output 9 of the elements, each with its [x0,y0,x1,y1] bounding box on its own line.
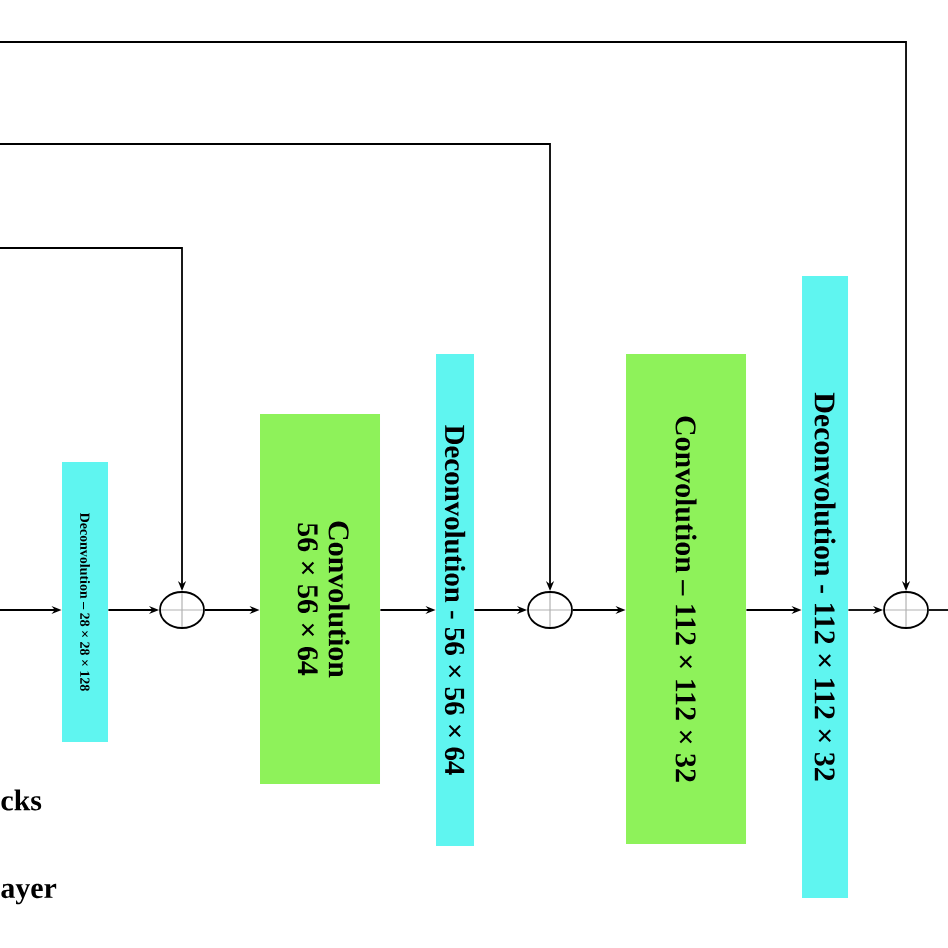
layer-box: Convolution 56 × 56 × 64 [260,414,380,784]
legend-text: cks [1,789,42,811]
adder-symbol [159,591,205,629]
legend-text: ayer [1,883,57,905]
layer-box: Convolution – 112 × 112 × 32 [626,354,746,844]
adder-symbol [883,591,929,629]
layer-box: Deconvolution - 112 × 112 × 32 [802,276,848,898]
adder-symbol [527,591,573,629]
layer-box: Deconvolution - 56 × 56 × 64 [436,354,474,846]
